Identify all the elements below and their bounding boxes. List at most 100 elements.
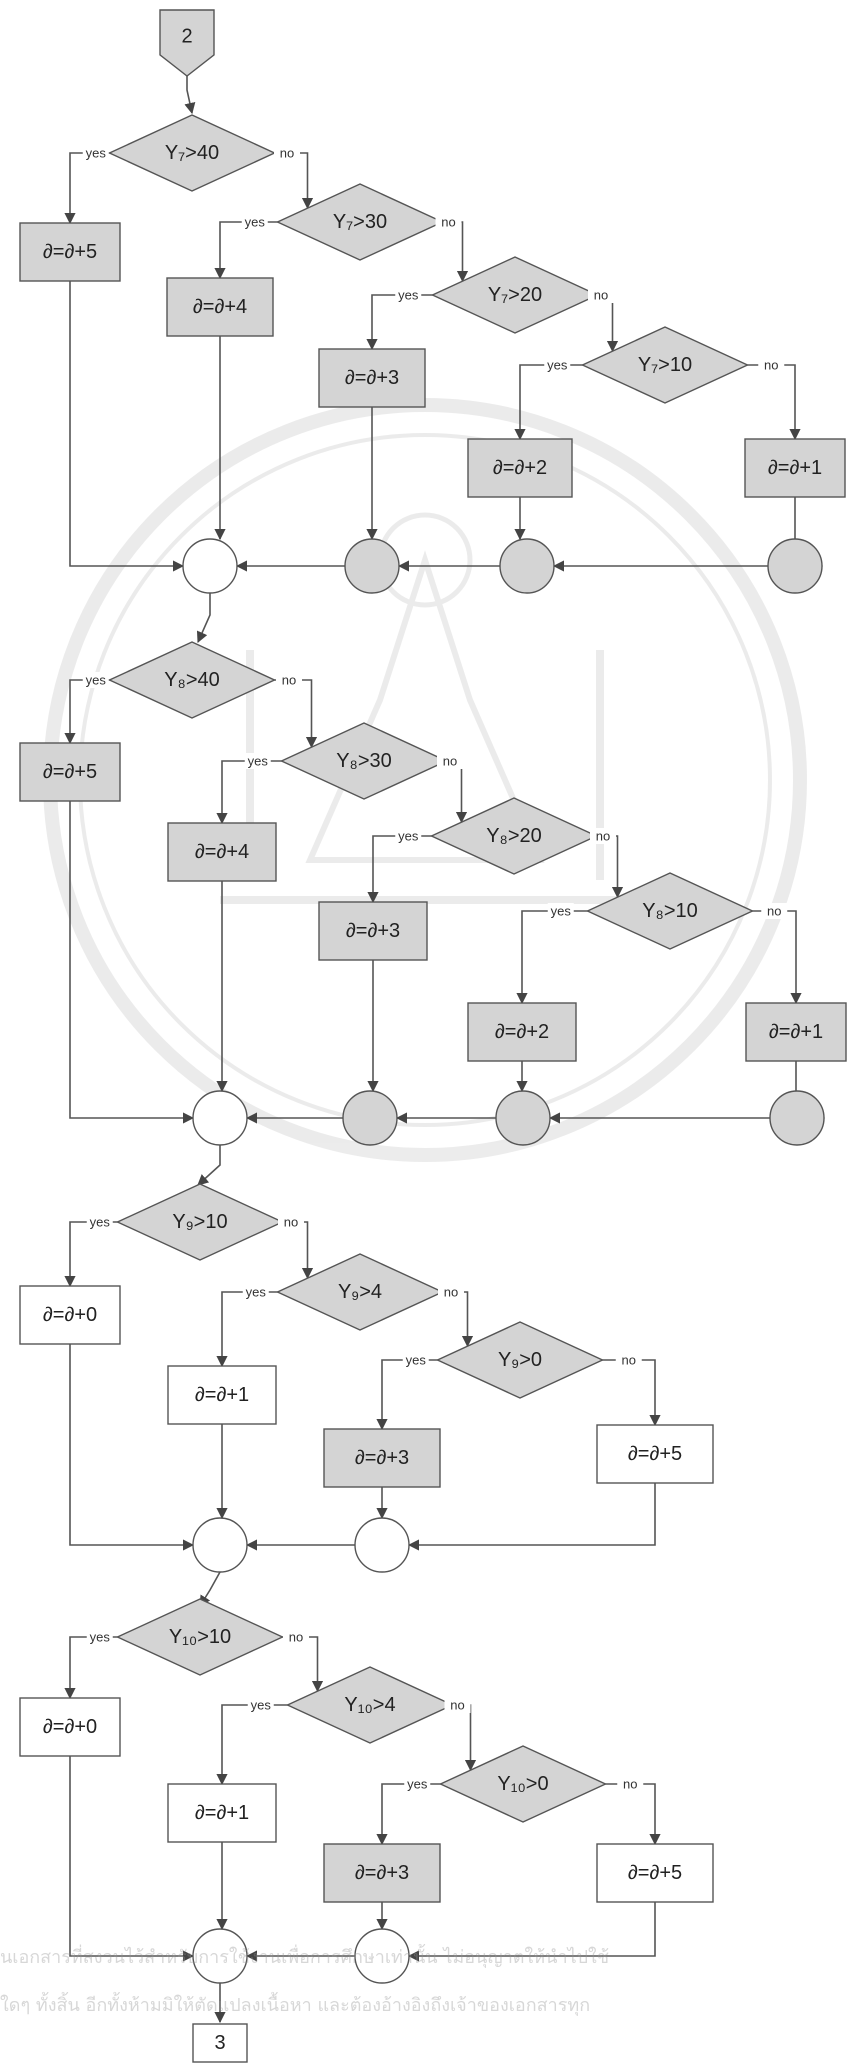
flow-arrow: [214, 221, 278, 280]
decision-diamond: Y₁₀>10: [115, 1598, 285, 1676]
watermark-emblem: [43, 398, 807, 1162]
decision-shape: [585, 872, 755, 950]
edge-label-background: [82, 672, 109, 688]
flow-arrow: [69, 801, 195, 1124]
yes-edge-label: yes: [86, 146, 107, 161]
edge-label-background: [588, 287, 614, 303]
decision-condition: Y₇>10: [638, 354, 692, 376]
process-box: ∂=∂+2: [467, 1002, 577, 1062]
decision-condition: Y₇>30: [333, 211, 387, 233]
decision-condition: Y₁₀>10: [169, 1626, 231, 1648]
process-shape: [323, 1428, 441, 1488]
edge-label-background: [437, 753, 463, 769]
process-action: ∂=∂+4: [195, 841, 249, 863]
flow-arrow: [407, 1902, 656, 1962]
flow-arrow: [216, 1291, 278, 1368]
yes-edge-label: yes: [398, 829, 419, 844]
decision-diamond: Y₁₀>0: [438, 1745, 608, 1823]
decision-condition: Y₁₀>0: [497, 1773, 548, 1795]
decision-condition: Y₉>10: [172, 1211, 227, 1233]
process-action: ∂=∂+1: [768, 457, 822, 479]
process-action: ∂=∂+5: [43, 761, 97, 783]
process-action: ∂=∂+2: [493, 457, 547, 479]
merge-circle: [192, 1928, 248, 1984]
connector-label: 3: [214, 2032, 225, 2054]
decision-shape: [438, 1745, 608, 1823]
process-action: ∂=∂+5: [43, 241, 97, 263]
process-box: ∂=∂+3: [318, 901, 428, 961]
no-edge-label: no: [594, 288, 608, 303]
process-box: ∂=∂+4: [167, 822, 277, 882]
decision-diamond: Y₈>10: [585, 872, 755, 950]
off-page-connector: 3: [192, 2023, 248, 2063]
edge-label-background: [617, 1776, 644, 1792]
edge-label-background: [276, 672, 302, 688]
merge-circle: [495, 1090, 551, 1146]
edge-label-background: [244, 753, 271, 769]
process-shape: [19, 742, 121, 802]
edge-label-background: [283, 1629, 309, 1645]
edge-label-background: [435, 214, 462, 230]
no-edge-label: no: [441, 215, 455, 230]
process-box: ∂=∂+5: [596, 1424, 714, 1484]
flow-arrow: [64, 1221, 118, 1288]
process-box: ∂=∂+5: [19, 222, 121, 282]
process-action: ∂=∂+5: [628, 1443, 682, 1465]
edge-label-background: [395, 828, 422, 844]
edge-label-background: [395, 287, 422, 303]
yes-edge-label: yes: [547, 358, 568, 373]
process-action: ∂=∂+3: [355, 1862, 409, 1884]
process-action: ∂=∂+1: [195, 1384, 249, 1406]
flow-arrow: [64, 152, 110, 225]
decision-diamond: Y₇>30: [275, 183, 445, 261]
decision-shape: [115, 1183, 285, 1261]
decision-condition: Y₉>4: [338, 1281, 382, 1303]
process-box: ∂=∂+5: [19, 742, 121, 802]
edge-label-background: [444, 1697, 471, 1713]
no-edge-label: no: [280, 146, 294, 161]
decision-condition: Y₈>20: [486, 825, 542, 847]
edge-label-background: [247, 1697, 274, 1713]
flow-arrow: [274, 679, 318, 749]
flow-arrow: [69, 1756, 195, 1962]
yes-edge-label: yes: [245, 215, 266, 230]
decision-shape: [285, 1666, 455, 1744]
edge-label-background: [274, 145, 300, 161]
yes-edge-label: yes: [398, 288, 419, 303]
process-box: ∂=∂+1: [744, 438, 846, 498]
edge-label-background: [86, 1629, 113, 1645]
decision-diamond: Y₇>10: [580, 326, 750, 404]
flow-arrow: [69, 1344, 195, 1551]
decision-diamond: Y₇>40: [107, 114, 277, 192]
no-edge-label: no: [443, 754, 457, 769]
yes-edge-label: yes: [551, 904, 572, 919]
process-action: ∂=∂+0: [43, 1716, 97, 1738]
merge-circle: [182, 538, 238, 594]
process-shape: [167, 1365, 277, 1425]
merge-circle: [342, 1090, 398, 1146]
flow-arrow: [376, 1783, 441, 1846]
flow-arrow: [64, 679, 110, 745]
decision-shape: [429, 797, 599, 875]
decision-shape: [275, 183, 445, 261]
flow-arrow: [366, 294, 433, 351]
decision-diamond: Y₈>40: [107, 641, 277, 719]
decision-diamond: Y₇>20: [430, 256, 600, 334]
flow-arrow: [184, 76, 196, 115]
decision-shape: [580, 326, 750, 404]
process-box: ∂=∂+3: [323, 1428, 441, 1488]
process-action: ∂=∂+3: [345, 367, 399, 389]
edge-label-background: [404, 1776, 431, 1792]
no-edge-label: no: [767, 904, 781, 919]
off-page-connector: 2: [159, 9, 215, 77]
edge-label-background: [590, 828, 616, 844]
yes-edge-label: yes: [246, 1285, 267, 1300]
decision-condition: Y₈>10: [642, 900, 698, 922]
no-edge-label: no: [764, 358, 778, 373]
process-shape: [467, 1002, 577, 1062]
flow-arrow: [197, 1145, 221, 1186]
edge-label-background: [758, 357, 785, 373]
process-box: ∂=∂+0: [19, 1697, 121, 1757]
yes-edge-label: yes: [407, 1777, 428, 1792]
